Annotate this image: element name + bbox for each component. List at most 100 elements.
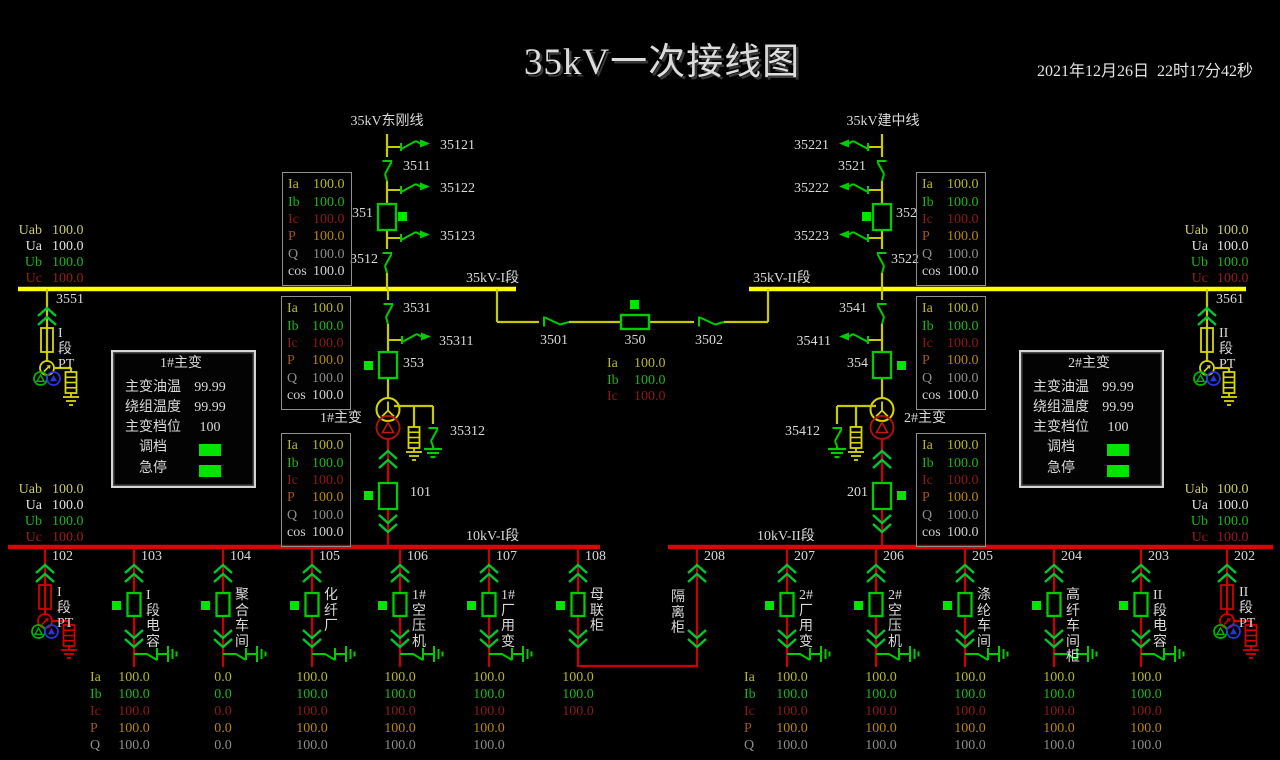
transformer-2[interactable]: [869, 397, 895, 440]
disc-label: 35312: [450, 424, 485, 440]
feeder-106-indicator[interactable]: [378, 601, 387, 610]
feeder-204-indicator[interactable]: [1032, 601, 1041, 610]
disc-35121[interactable]: [387, 139, 430, 152]
ground-icon: [828, 446, 846, 459]
feeder-105-breaker[interactable]: [304, 591, 320, 618]
info-button-tap[interactable]: [199, 444, 221, 456]
feeder-105-indicator[interactable]: [290, 601, 299, 610]
feeder-205-indicator[interactable]: [943, 601, 952, 610]
delta-icon: [1215, 626, 1226, 635]
disc-35221[interactable]: [839, 139, 882, 152]
disc-3522[interactable]: [876, 252, 887, 274]
disc-35312[interactable]: [428, 427, 439, 447]
feeder-name: 聚合车间: [235, 588, 265, 650]
vertical-name-char: 机: [888, 634, 902, 650]
disc-3541[interactable]: [876, 303, 887, 325]
breaker-101[interactable]: [377, 481, 399, 511]
feeder-204-breaker[interactable]: [1046, 591, 1062, 618]
breaker-101-indicator[interactable]: [364, 491, 373, 500]
feeder-107-indicator[interactable]: [467, 601, 476, 610]
pt-fuse-icon[interactable]: [40, 327, 54, 353]
breaker-350[interactable]: [619, 313, 651, 331]
vertical-name-char: 厂: [799, 603, 813, 619]
chevron-stroke: [390, 572, 410, 583]
disc-label: 3512: [350, 252, 378, 268]
voltage-label: Uc: [25, 530, 42, 546]
feeder-205-breaker[interactable]: [957, 591, 973, 618]
feeder-103-ground-cart-icon: [134, 646, 178, 662]
disc-3521[interactable]: [876, 160, 887, 182]
table-value: 100.0: [473, 738, 505, 754]
breaker-353[interactable]: [377, 350, 399, 380]
disc-35122[interactable]: [387, 182, 430, 195]
breaker-201-indicator[interactable]: [897, 491, 906, 500]
disc-3501[interactable]: [543, 316, 570, 327]
disc-3531[interactable]: [383, 303, 394, 325]
breaker-label: 101: [410, 485, 431, 501]
flow-chevron-icon: [866, 563, 886, 583]
feeder-name: 隔离柜: [655, 590, 685, 637]
disc-35223[interactable]: [839, 230, 882, 243]
feeder-106-breaker[interactable]: [392, 591, 408, 618]
feeder-104-indicator[interactable]: [201, 601, 210, 610]
breaker-351[interactable]: [376, 202, 398, 232]
disc-35311[interactable]: [388, 332, 431, 345]
measure-label: Ia: [288, 177, 299, 193]
breaker-351-indicator[interactable]: [398, 212, 407, 221]
chevron-stroke: [1131, 629, 1151, 640]
disc-3502[interactable]: [698, 316, 725, 327]
chevron-stroke: [872, 523, 892, 534]
measure-label: Q: [288, 246, 299, 262]
disc-35411[interactable]: [839, 332, 882, 345]
pt-fuse-icon[interactable]: [38, 584, 52, 610]
disc-3512[interactable]: [382, 252, 393, 274]
meter-panel-line1-35kv: [282, 172, 352, 286]
info-button-estop[interactable]: [1107, 465, 1129, 477]
measure-value: 100.0: [634, 372, 666, 388]
disc-blade: [430, 428, 439, 442]
disc-label: 35221: [794, 138, 829, 154]
feeder-203-indicator[interactable]: [1119, 601, 1128, 610]
disc-35222[interactable]: [839, 182, 882, 195]
transformer-1[interactable]: [375, 397, 401, 440]
vertical-name-char: 离: [671, 605, 685, 621]
breaker-353-indicator[interactable]: [364, 361, 373, 370]
feeder-108-breaker[interactable]: [570, 591, 586, 618]
breaker-354[interactable]: [871, 350, 893, 380]
vertical-name-char: 电: [146, 619, 160, 634]
pt-secondary-circle-b: [44, 624, 59, 639]
disc-tail: [415, 231, 421, 236]
measure-value: 100.0: [947, 472, 979, 488]
disc-35412[interactable]: [832, 427, 843, 447]
feeder-206-indicator[interactable]: [854, 601, 863, 610]
feeder-207-breaker[interactable]: [779, 591, 795, 618]
feeder-name: 高纤车间柜: [1066, 588, 1096, 666]
feeder-107-breaker[interactable]: [481, 591, 497, 618]
feeder-108-indicator[interactable]: [556, 601, 565, 610]
breaker-352-indicator[interactable]: [862, 212, 871, 221]
flow-chevron-icon: [479, 563, 499, 583]
info-button-estop[interactable]: [199, 465, 221, 477]
disc-35123[interactable]: [387, 230, 430, 243]
feeder-207-indicator[interactable]: [765, 601, 774, 610]
feeder-103-indicator[interactable]: [112, 601, 121, 610]
pt-fuse-icon[interactable]: [1200, 327, 1214, 353]
breaker-354-indicator[interactable]: [897, 361, 906, 370]
pt-winding-icon: [1193, 360, 1221, 386]
chevron-stroke: [777, 638, 797, 649]
feeder-203-breaker[interactable]: [1133, 591, 1149, 618]
feeder-104-breaker[interactable]: [215, 591, 231, 618]
breaker-350-indicator[interactable]: [630, 300, 639, 309]
disc-3511[interactable]: [382, 160, 393, 182]
pt-fuse-icon[interactable]: [1220, 584, 1234, 610]
chevron-stroke: [687, 563, 707, 574]
breaker-201[interactable]: [871, 481, 893, 511]
info-button-tap[interactable]: [1107, 444, 1129, 456]
feeder-206-breaker[interactable]: [868, 591, 884, 618]
breaker-352[interactable]: [871, 202, 893, 232]
feeder-103-breaker[interactable]: [126, 591, 142, 618]
disc-label: 3561: [1216, 292, 1244, 308]
arrester-icon: [61, 624, 77, 659]
